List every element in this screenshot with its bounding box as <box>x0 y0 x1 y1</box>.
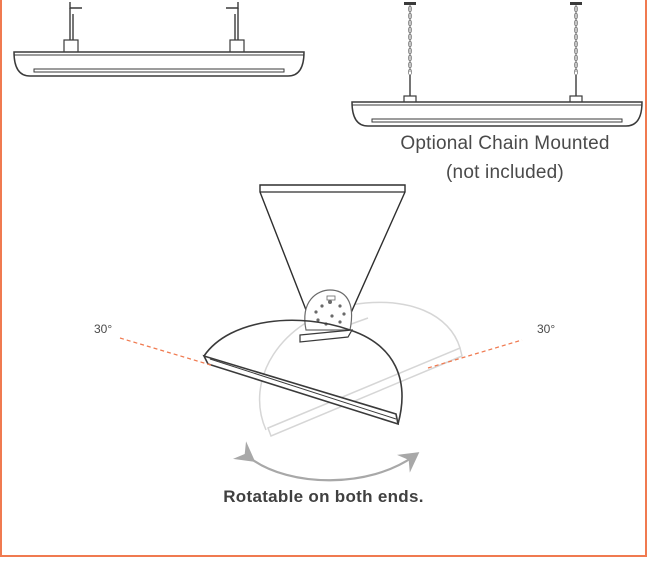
chain-mounted-heater <box>351 2 643 127</box>
angle-guide-right <box>427 339 523 369</box>
rod-mounted-heater <box>13 2 305 77</box>
heater-body-chain <box>351 101 643 127</box>
angle-guide-left <box>119 337 215 367</box>
mounting-rods <box>69 2 239 42</box>
double-headed-curved-arrow-icon <box>232 441 420 482</box>
chain-caption-line1: Optional Chain Mounted <box>400 133 610 154</box>
ghost-heater <box>258 301 463 437</box>
heater-body <box>13 51 305 77</box>
chain-caption-line2: (not included) <box>446 162 564 183</box>
chains <box>409 5 577 72</box>
angle-label-right: 30° <box>537 322 556 336</box>
rotation-diagram <box>119 184 523 482</box>
tilted-heater <box>202 319 403 426</box>
angle-label-left: 30° <box>94 322 113 336</box>
rotatable-caption: Rotatable on both ends. <box>223 487 424 506</box>
swivel-bracket <box>304 289 353 331</box>
